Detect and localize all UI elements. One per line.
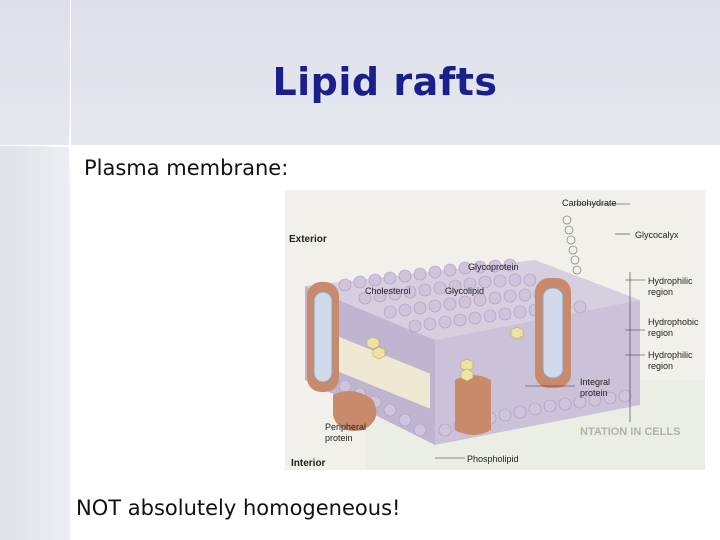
label-peripheral-protein: Peripheral protein	[325, 422, 369, 443]
label-pointer-lines	[435, 203, 645, 459]
label-glycocalyx: Glycocalyx	[635, 230, 679, 240]
label-cholesterol: Cholesterol	[365, 286, 411, 296]
label-hydrophobic: Hydrophobic region	[648, 317, 701, 338]
label-hydrophilic-bottom-line1: Hydrophilic	[648, 350, 693, 360]
label-integral-line2: protein	[580, 388, 608, 398]
membrane-illustration: NTATION IN CELLS	[285, 190, 705, 470]
label-hydrophilic-bottom-line2: region	[648, 361, 673, 371]
carbohydrate-chain	[562, 215, 582, 275]
decorative-star-vertical	[69, 104, 71, 188]
label-carbohydrate: Carbohydrate	[562, 198, 617, 208]
decorative-vertical-line	[70, 0, 71, 540]
label-hydrophilic-bottom: Hydrophilic region	[648, 350, 695, 371]
background-heading: NTATION IN CELLS	[580, 426, 680, 438]
label-peripheral-line2: protein	[325, 433, 353, 443]
label-hydrophilic-top-line2: region	[648, 287, 673, 297]
left-background-band	[0, 146, 70, 540]
slide-subtitle: Plasma membrane:	[84, 156, 289, 180]
integral-proteins	[307, 278, 571, 435]
label-hydrophobic-line2: region	[648, 328, 673, 338]
label-peripheral-line1: Peripheral	[325, 422, 366, 432]
decorative-horizontal-line	[0, 145, 720, 146]
label-interior: Interior	[291, 458, 326, 469]
label-phospholipid: Phospholipid	[467, 454, 519, 464]
label-hydrophilic-top-line1: Hydrophilic	[648, 276, 693, 286]
cholesterol-molecules	[366, 326, 524, 382]
slide-caption: NOT absolutely homogeneous!	[76, 496, 401, 520]
label-hydrophilic-top: Hydrophilic region	[648, 276, 695, 297]
slide-title: Lipid rafts	[272, 60, 498, 104]
label-hydrophobic-line1: Hydrophobic	[648, 317, 699, 327]
membrane-diagram: NTATION IN CELLS	[285, 190, 705, 470]
label-integral-protein: Integral protein	[580, 377, 613, 398]
label-glycolipid: Glycolipid	[445, 286, 484, 296]
label-exterior: Exterior	[289, 234, 327, 245]
label-glycoprotein: Glycoprotein	[468, 262, 519, 272]
header-background	[0, 0, 720, 146]
peripheral-protein-shape	[333, 391, 377, 431]
label-integral-line1: Integral	[580, 377, 610, 387]
